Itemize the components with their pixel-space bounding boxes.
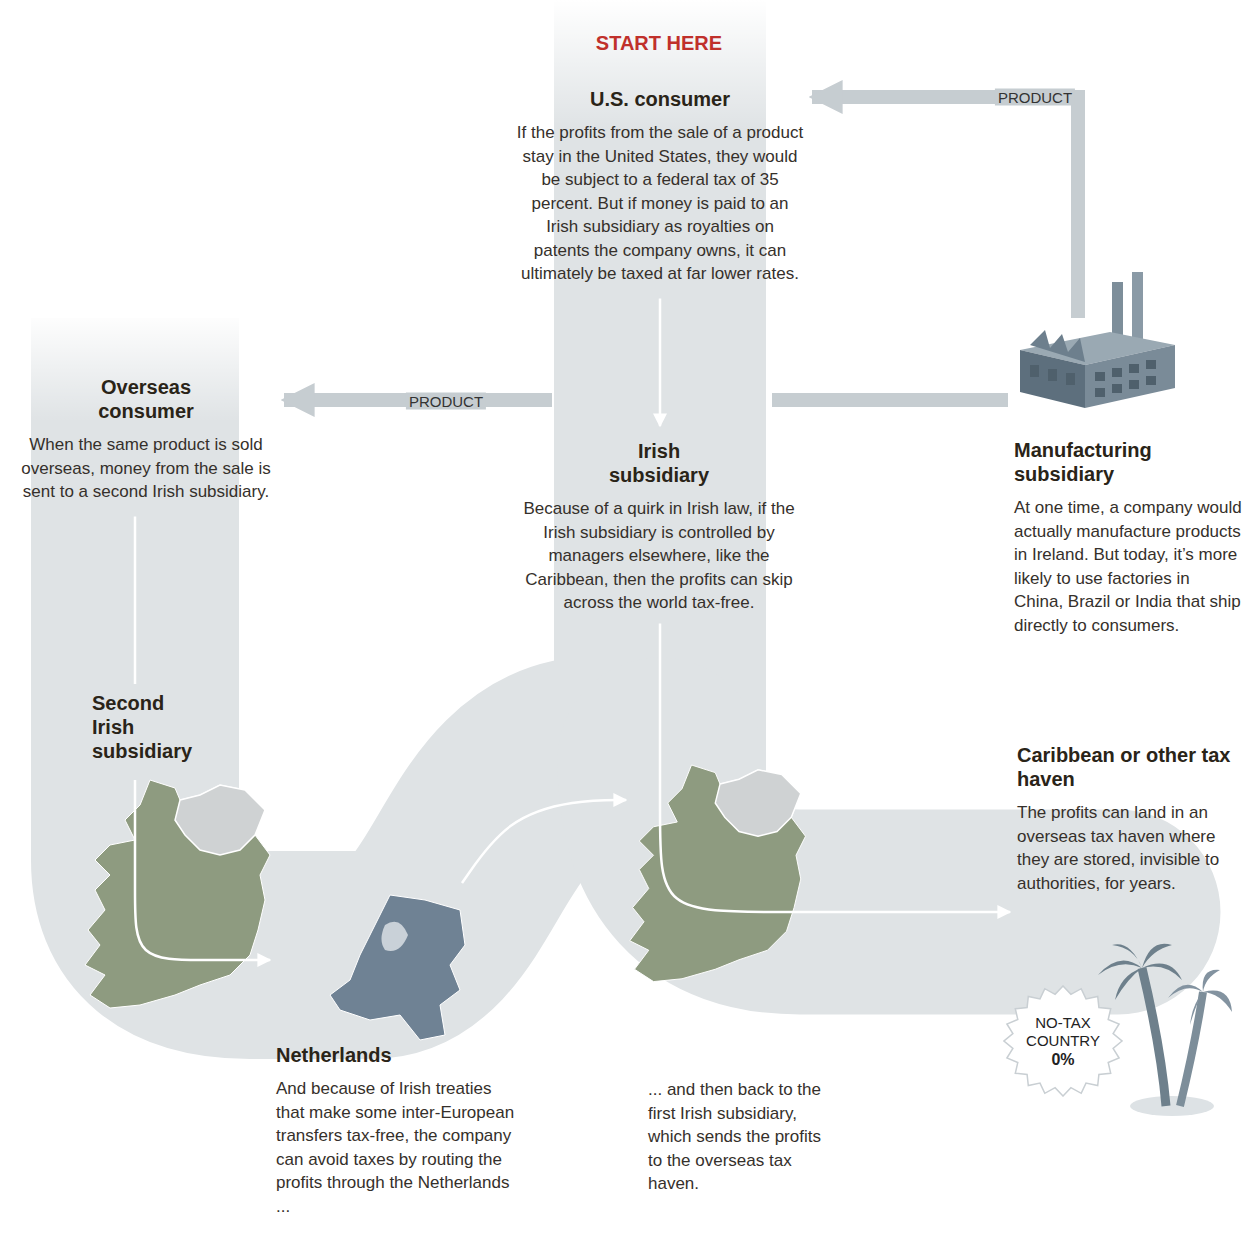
flow-band — [135, 0, 1118, 955]
money-flow-arrow — [135, 780, 270, 960]
text-block: ... and then back to the first Irish sub… — [628, 760, 833, 1199]
ireland-map — [630, 765, 806, 982]
island — [1130, 1096, 1214, 1116]
node-text: And because of Irish treaties that make … — [276, 1077, 518, 1218]
text-block: Irish subsidiaryBecause of a quirk in Ir… — [503, 436, 815, 618]
node-text: ... and then back to the first Irish sub… — [648, 1078, 829, 1196]
node-heading: Netherlands — [276, 1043, 518, 1067]
node-heading: Irish subsidiary — [589, 439, 729, 487]
product-arrow — [284, 393, 1008, 407]
node-text: When the same product is sold overseas, … — [16, 433, 276, 504]
text-block: NetherlandsAnd because of Irish treaties… — [272, 885, 522, 1221]
palm-fronds — [1168, 970, 1232, 1025]
node-heading: Overseas consumer — [76, 375, 216, 423]
text-block: Overseas consumerWhen the same product i… — [12, 372, 280, 507]
node-text: 0% — [1051, 1050, 1074, 1069]
northern-ireland-map — [715, 770, 801, 837]
text-block: Caribbean or other tax havenThe profits … — [1013, 740, 1245, 930]
node-heading: Manufacturing subsidiary — [1014, 438, 1242, 486]
ireland-map — [630, 765, 806, 982]
text-block: Second Irish subsidiary — [88, 688, 210, 776]
band-fade — [548, 0, 774, 130]
text-block: U.S. consumer If the profits from the sal… — [512, 84, 808, 289]
money-flow-arrow — [462, 800, 626, 883]
netherlands-map — [330, 895, 465, 1040]
palm-fronds — [1098, 944, 1182, 1000]
edge-label: PRODUCT — [406, 393, 486, 410]
northern-ireland-map — [175, 785, 265, 855]
node-text: If the profits from the sale of a produc… — [516, 121, 804, 286]
factory-windows — [1030, 360, 1156, 397]
node-text: At one time, a company would actually ma… — [1014, 496, 1242, 637]
money-flow-arrow — [659, 299, 662, 427]
node-heading: Second Irish subsidiary — [92, 691, 202, 763]
netherlands-map — [330, 895, 465, 1040]
node-text: The profits can land in an overseas tax … — [1017, 801, 1241, 895]
palm-trunk — [1180, 992, 1203, 1106]
band-fade — [25, 312, 247, 422]
money-flow-arrow — [134, 517, 137, 685]
ireland-map — [85, 780, 270, 1008]
factory-wall — [1020, 350, 1085, 408]
node-text: NO-TAX COUNTRY — [1021, 1014, 1105, 1050]
product-arrow — [812, 97, 1078, 318]
start-label: START HERE — [596, 32, 722, 55]
starburst: NO-TAX COUNTRY0% — [1003, 985, 1123, 1097]
node-heading: U.S. consumer — [560, 87, 760, 111]
palm-trees — [1098, 944, 1232, 1116]
factory-wall — [1085, 345, 1175, 408]
node-heading: Caribbean or other tax haven — [1017, 743, 1241, 791]
edge-label: PRODUCT — [995, 89, 1075, 106]
lake — [382, 922, 409, 951]
text-block: Manufacturing subsidiary At one time, a c… — [1010, 320, 1246, 640]
money-flow-arrow — [660, 624, 1010, 913]
palm-trunk — [1142, 968, 1166, 1106]
ireland-map — [85, 780, 270, 1008]
starburst-shape — [1004, 986, 1122, 1096]
factory-icon — [1020, 272, 1175, 408]
node-text: Because of a quirk in Irish law, if the … — [507, 497, 811, 615]
